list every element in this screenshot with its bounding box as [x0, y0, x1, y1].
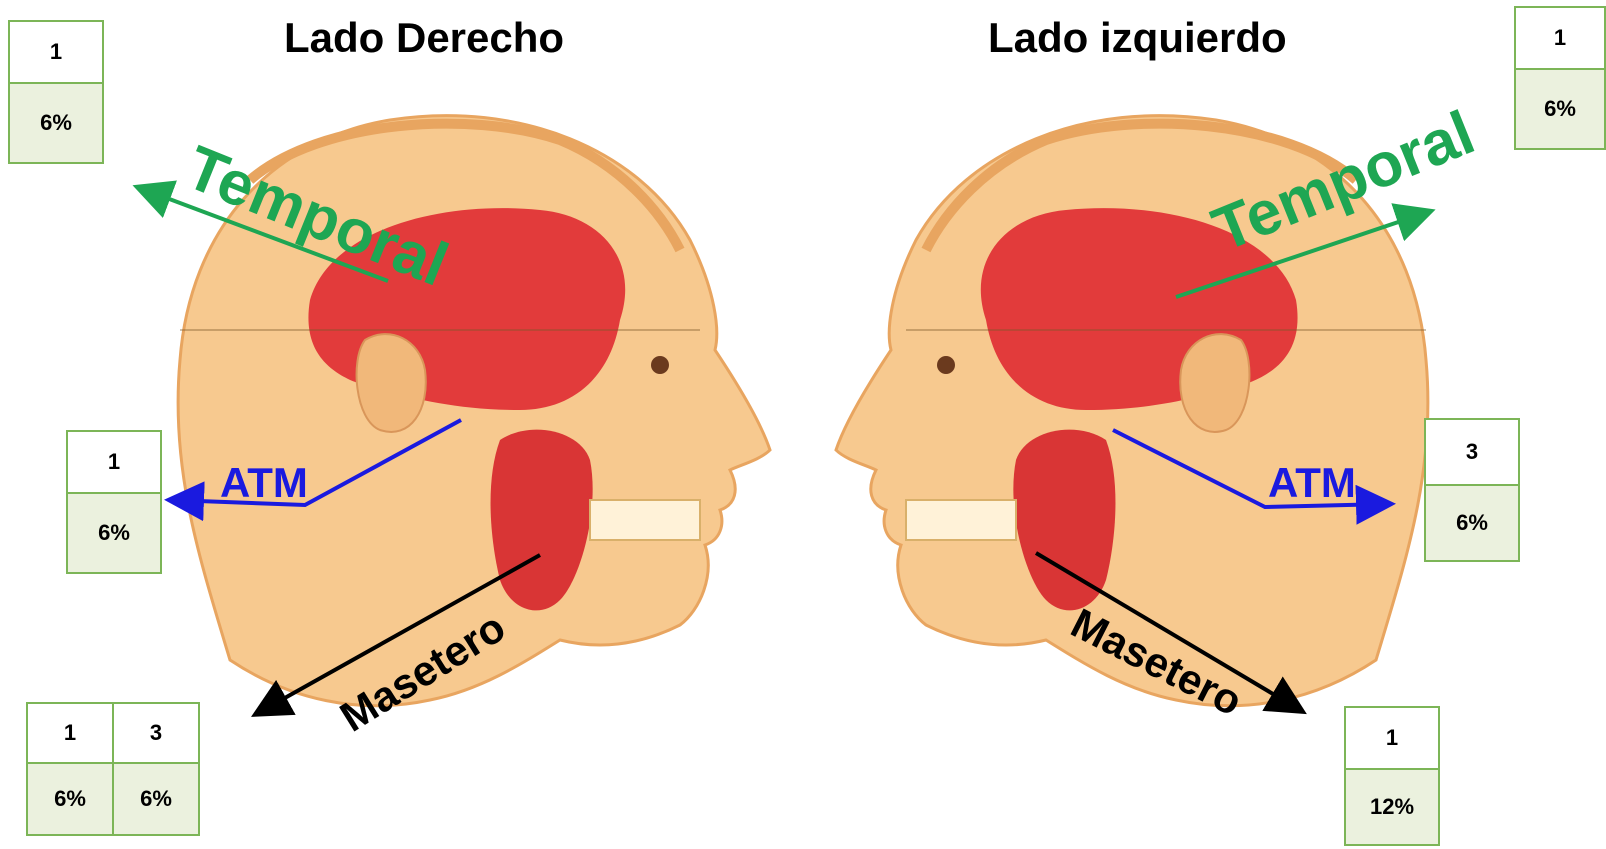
- percent-cell: 12%: [1345, 769, 1439, 845]
- data-box-left-masetero: 1 12%: [1344, 706, 1440, 846]
- count-cell: 1: [1345, 707, 1439, 769]
- percent-cell: 6%: [9, 83, 103, 163]
- count-cell: 3: [113, 703, 199, 763]
- data-box-right-temporal: 1 6%: [8, 20, 104, 164]
- count-cell: 1: [27, 703, 113, 763]
- ear-shape: [357, 334, 426, 432]
- data-box-right-masetero: 1 3 6% 6%: [26, 702, 200, 836]
- percent-cell: 6%: [1425, 485, 1519, 561]
- count-cell: 1: [67, 431, 161, 493]
- data-box-left-temporal: 1 6%: [1514, 6, 1606, 150]
- percent-cell: 6%: [27, 763, 113, 835]
- percent-cell: 6%: [67, 493, 161, 573]
- atm-label-right-side: ATM: [220, 459, 308, 506]
- teeth-shape: [590, 500, 700, 540]
- percent-cell: 6%: [1515, 69, 1605, 149]
- eye-shape: [651, 356, 669, 374]
- atm-label-left-side: ATM: [1268, 459, 1356, 506]
- data-box-left-atm: 3 6%: [1424, 418, 1520, 562]
- data-box-right-atm: 1 6%: [66, 430, 162, 574]
- count-cell: 1: [1515, 7, 1605, 69]
- count-cell: 3: [1425, 419, 1519, 485]
- percent-cell: 6%: [113, 763, 199, 835]
- count-cell: 1: [9, 21, 103, 83]
